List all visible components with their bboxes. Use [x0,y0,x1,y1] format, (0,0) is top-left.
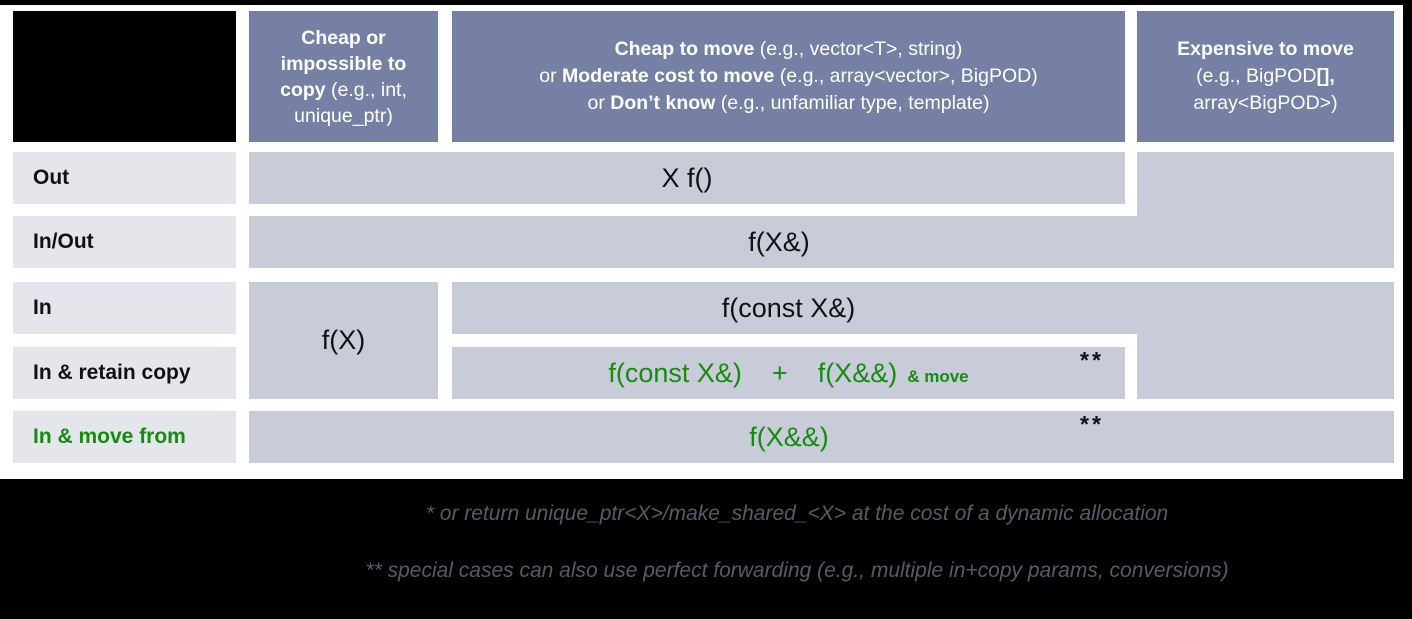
cell-text: f(X&) [748,226,810,257]
row-label-text: In [33,296,52,319]
cell-text: f(X&&) [817,357,898,388]
header-line: unique_ptr) [294,103,393,129]
row-label-text: Out [33,166,70,189]
row-label-text: In & retain copy [33,361,191,384]
header-line: (e.g., BigPOD[], [1196,63,1335,90]
right-border [1403,0,1412,479]
cell-text: X f() [661,162,713,193]
cell-retain-const-ref-plus-rvalue: f(const X&) + f(X&&) & move ** [452,347,1125,399]
cell-col3-blank-mid [1137,282,1394,399]
move-note: & move [907,366,969,386]
header-cheap-or-moderate-move-or-dont-know: Cheap to move (e.g., vector<T>, string) … [452,11,1125,142]
row-label-in-move-from: In & move from [13,411,236,463]
cell-in-by-value: f(X) [249,282,438,399]
row-label-text: In/Out [33,230,94,253]
header-text: or [539,65,562,87]
row-label-out: Out [13,152,236,204]
header-line: or Don’t know (e.g., unfamiliar type, te… [587,90,989,117]
row-label-text: In & move from [33,425,186,448]
double-asterisk-marker: ** [1080,411,1104,437]
footnotes: * or return unique_ptr<X>/make_shared_<X… [190,479,1404,619]
footnote-double-asterisk: ** special cases can also use perfect fo… [365,559,1229,582]
header-expensive-to-move: Expensive to move (e.g., BigPOD[], array… [1137,11,1394,142]
header-text: (e.g., vector<T>, string) [754,38,963,60]
header-text: (e.g., array<vector>, BigPOD) [774,65,1038,87]
header-text: unique_ptr) [294,104,393,127]
cell-text: f(const X&) [608,357,742,388]
cell-move-from-rvalue-ref: f(X&&) ** [249,411,1394,463]
header-text: (e.g., BigPOD [1196,65,1317,87]
row-label-in-retain-copy: In & retain copy [13,347,236,399]
header-text: copy [280,78,326,101]
header-text: (e.g., int, [325,78,407,101]
header-line: array<BigPOD>) [1193,90,1337,117]
header-text: Expensive to move [1177,38,1354,60]
footnote-panel [0,479,1412,619]
cell-text-wrap: f(const X&) [452,282,1125,334]
cell-inout-lvalue-ref: f(X&) [249,216,1394,268]
header-line: or Moderate cost to move (e.g., array<ve… [539,63,1038,90]
plus-sign: + [771,357,788,388]
header-line: Expensive to move [1177,36,1354,63]
cell-text-wrap: f(X&) [249,216,1309,268]
header-text: Cheap or [301,26,386,49]
header-text: impossible to [280,52,407,75]
cell-out-return-by-value: X f() [249,152,1125,204]
header-text: Moderate cost to move [562,65,775,87]
double-asterisk-marker: ** [1080,347,1104,373]
cell-text-wrap: f(X&&) [249,411,1329,463]
header-text: [], [1316,65,1335,87]
header-line: Cheap to move (e.g., vector<T>, string) [615,36,963,63]
header-line: impossible to [281,51,407,77]
row-label-in: In [13,282,236,334]
corner-cell [13,11,236,142]
cell-text: f(const X&) [721,292,856,323]
cell-text-wrap: f(const X&) + f(X&&) & move [608,358,968,389]
top-border [0,0,1412,5]
cell-text: f(X) [321,325,366,355]
cell-text: f(X&&) [749,421,829,452]
footnote-single-asterisk: * or return unique_ptr<X>/make_shared_<X… [425,502,1169,525]
header-text: or [587,92,611,114]
header-text: Cheap to move [614,38,755,60]
header-text: (e.g., unfamiliar type, template) [715,92,990,114]
header-line: copy (e.g., int, [280,77,407,103]
header-text: array<BigPOD>) [1193,92,1338,114]
header-cheap-or-impossible-to-copy: Cheap or impossible to copy (e.g., int, … [249,11,438,142]
row-label-in-out: In/Out [13,216,236,268]
header-text: Don’t know [610,92,716,114]
header-line: Cheap or [301,25,386,51]
